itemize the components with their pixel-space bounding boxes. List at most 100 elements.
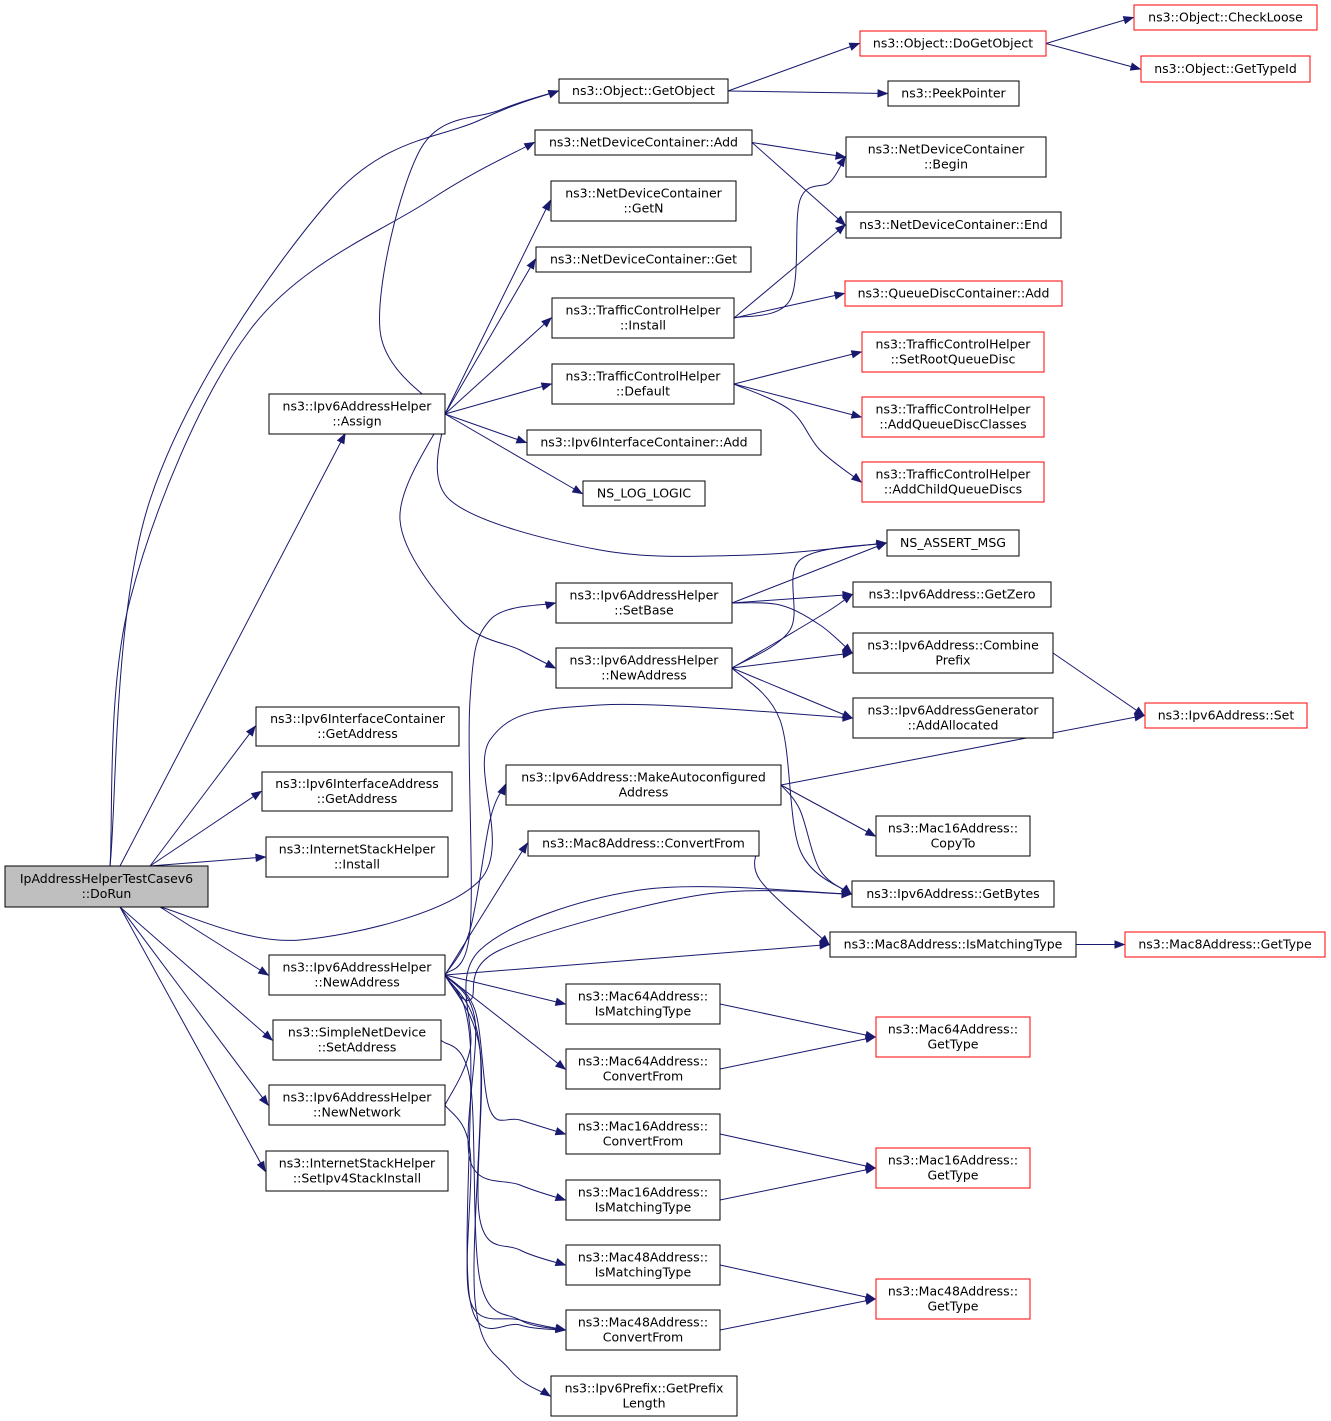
node-label: ns3::Ipv6Address::GetZero xyxy=(868,587,1035,602)
node-tch-install[interactable]: ns3::TrafficControlHelper::Install xyxy=(551,297,735,339)
node-box xyxy=(875,1016,1031,1058)
node-tch-setroot[interactable]: ns3::TrafficControlHelper::SetRootQueueD… xyxy=(861,331,1045,373)
node-box xyxy=(565,1309,721,1351)
node-ish-setipv4[interactable]: ns3::InternetStackHelper::SetIpv4StackIn… xyxy=(265,1150,449,1192)
node-v6newaddr-b[interactable]: ns3::Ipv6AddressHelper::NewAddress xyxy=(268,954,446,996)
edge-line xyxy=(444,843,528,976)
node-label: ns3::Mac16Address:: xyxy=(578,1119,708,1134)
edge-line xyxy=(719,1264,876,1300)
node-ndc-begin[interactable]: ns3::NetDeviceContainer::Begin xyxy=(845,136,1047,178)
node-box xyxy=(886,529,1020,557)
node-box xyxy=(268,1084,446,1126)
node-mac16-conv[interactable]: ns3::Mac16Address::ConvertFrom xyxy=(565,1113,721,1155)
node-mac48-ism[interactable]: ns3::Mac48Address::IsMatchingType xyxy=(565,1244,721,1286)
edge-line xyxy=(733,224,846,319)
node-v6gen-addalloc[interactable]: ns3::Ipv6AddressGenerator::AddAllocated xyxy=(852,697,1054,739)
node-ndc-add[interactable]: ns3::NetDeviceContainer::Add xyxy=(534,129,753,156)
node-qdc-add[interactable]: ns3::QueueDiscContainer::Add xyxy=(844,280,1063,307)
node-label: ns3::Mac8Address::GetType xyxy=(1138,937,1312,952)
edge-v6newaddr-t-to-v6gen-addalloc xyxy=(731,667,854,719)
node-ndc-get[interactable]: ns3::NetDeviceContainer::Get xyxy=(535,246,752,273)
node-label: ConvertFrom xyxy=(603,1330,683,1345)
node-box xyxy=(4,865,209,908)
node-label: ns3::Ipv6AddressGenerator xyxy=(867,703,1039,718)
edge-arrowhead xyxy=(571,485,584,495)
edge-line xyxy=(119,906,269,1106)
edge-line xyxy=(149,726,256,867)
node-obj-checkloose[interactable]: ns3::Object::CheckLoose xyxy=(1133,4,1318,31)
node-mac64-ism[interactable]: ns3::Mac64Address::IsMatchingType xyxy=(565,983,721,1025)
node-label: ns3::Ipv6InterfaceContainer xyxy=(270,711,446,726)
edge-v6newaddr-b-to-mac48-ism xyxy=(444,974,567,1267)
node-label: ns3::NetDeviceContainer xyxy=(868,142,1025,157)
edge-arrowhead xyxy=(850,410,863,419)
node-label: ::Install xyxy=(334,857,380,872)
edge-line xyxy=(733,383,862,483)
edge-line xyxy=(731,594,853,669)
node-obj-getobject[interactable]: ns3::Object::GetObject xyxy=(558,78,729,104)
node-ns-log-logic[interactable]: NS_LOG_LOGIC xyxy=(582,480,706,507)
node-label: ::NewAddress xyxy=(601,668,686,683)
edge-arrowhead xyxy=(515,435,528,444)
node-label: ::Assign xyxy=(332,414,381,429)
node-mac16-gettype[interactable]: ns3::Mac16Address::GetType xyxy=(875,1147,1031,1189)
edge-arrowhead xyxy=(864,1296,877,1306)
node-obj-gettypeid[interactable]: ns3::Object::GetTypeId xyxy=(1140,55,1311,83)
node-mac64-gettype[interactable]: ns3::Mac64Address::GetType xyxy=(875,1016,1031,1058)
edge-arrowhead xyxy=(1122,16,1135,25)
node-mac16-ism[interactable]: ns3::Mac16Address::IsMatchingType xyxy=(565,1179,721,1221)
node-mac8-ism[interactable]: ns3::Mac8Address::IsMatchingType xyxy=(829,931,1077,958)
node-snd-setaddr[interactable]: ns3::SimpleNetDevice::SetAddress xyxy=(272,1019,442,1061)
node-mac8-gettype[interactable]: ns3::Mac8Address::GetType xyxy=(1124,931,1326,958)
node-peekpointer[interactable]: ns3::PeekPointer xyxy=(887,80,1020,107)
edge-line xyxy=(780,784,852,895)
node-ndc-end[interactable]: ns3::NetDeviceContainer::End xyxy=(845,211,1062,239)
node-label: ns3::NetDeviceContainer::Get xyxy=(550,252,737,267)
edge-mac16-conv-to-mac16-gettype xyxy=(719,1133,877,1171)
node-v6-set[interactable]: ns3::Ipv6Address::Set xyxy=(1144,702,1308,729)
node-label: ::Begin xyxy=(924,157,968,172)
edge-line xyxy=(444,944,830,976)
node-tch-addchild[interactable]: ns3::TrafficControlHelper::AddChildQueue… xyxy=(861,461,1045,503)
node-tch-addqdc[interactable]: ns3::TrafficControlHelper::AddQueueDiscC… xyxy=(861,396,1045,438)
edge-mac48-ism-to-mac48-gettype xyxy=(719,1264,877,1302)
node-v6newaddr-t[interactable]: ns3::Ipv6AddressHelper::NewAddress xyxy=(555,647,733,689)
node-tch-default[interactable]: ns3::TrafficControlHelper::Default xyxy=(551,363,735,405)
edge-line xyxy=(733,293,845,319)
node-v6setbase[interactable]: ns3::Ipv6AddressHelper::SetBase xyxy=(555,582,733,624)
edge-arrowhead xyxy=(255,853,267,862)
node-label: ::GetN xyxy=(623,201,663,216)
node-mac64-conv[interactable]: ns3::Mac64Address::ConvertFrom xyxy=(565,1048,721,1090)
node-ic-getaddr[interactable]: ns3::Ipv6InterfaceContainer::GetAddress xyxy=(255,706,460,747)
node-mac48-conv[interactable]: ns3::Mac48Address::ConvertFrom xyxy=(565,1309,721,1351)
node-v6assign[interactable]: ns3::Ipv6AddressHelper::Assign xyxy=(268,393,446,435)
node-ish-install[interactable]: ns3::InternetStackHelper::Install xyxy=(265,836,449,878)
node-mac16-copyto[interactable]: ns3::Mac16Address::CopyTo xyxy=(875,815,1031,857)
edge-v6newaddr-b-to-mac64-ism xyxy=(444,974,567,1006)
edge-line xyxy=(780,784,876,837)
node-v6newnet[interactable]: ns3::Ipv6AddressHelper::NewNetwork xyxy=(268,1084,446,1126)
edge-arrowhead xyxy=(850,350,863,359)
node-label: ns3::PeekPointer xyxy=(901,86,1006,101)
node-mac48-gettype[interactable]: ns3::Mac48Address::GetType xyxy=(875,1278,1031,1320)
node-ns-assert[interactable]: NS_ASSERT_MSG xyxy=(886,529,1020,557)
node-v6-getzero[interactable]: ns3::Ipv6Address::GetZero xyxy=(852,581,1052,608)
edge-line xyxy=(1045,17,1134,44)
node-makeauto[interactable]: ns3::Ipv6Address::MakeAutoconfiguredAddr… xyxy=(505,764,782,806)
node-v6-getbytes[interactable]: ns3::Ipv6Address::GetBytes xyxy=(851,880,1055,908)
node-ia-getaddr[interactable]: ns3::Ipv6InterfaceAddress::GetAddress xyxy=(261,771,453,812)
node-root[interactable]: IpAddressHelperTestCasev6::DoRun xyxy=(4,865,209,908)
edge-v6newaddr-b-to-mac8-ism xyxy=(444,941,831,976)
edge-line xyxy=(444,974,551,1397)
edge-line xyxy=(733,156,846,319)
edge-line xyxy=(727,90,888,94)
node-ndc-getn[interactable]: ns3::NetDeviceContainer::GetN xyxy=(550,180,737,222)
node-label: ns3::SimpleNetDevice xyxy=(288,1025,426,1040)
node-mac8-conv[interactable]: ns3::Mac8Address::ConvertFrom xyxy=(527,830,760,857)
node-v6ic-add[interactable]: ns3::Ipv6InterfaceContainer::Add xyxy=(526,429,762,456)
node-obj-dogetobject[interactable]: ns3::Object::DoGetObject xyxy=(859,30,1047,57)
edge-arrowhead xyxy=(875,540,888,550)
node-label: ns3::Mac16Address:: xyxy=(888,1153,1018,1168)
